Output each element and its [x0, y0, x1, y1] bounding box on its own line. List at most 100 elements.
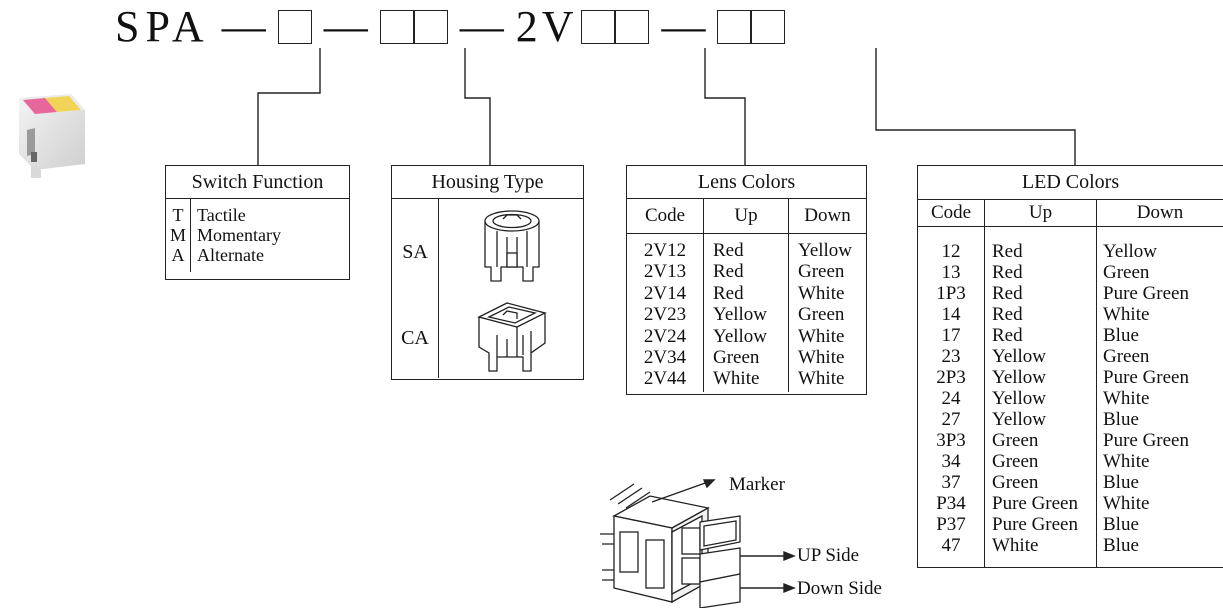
switch-label-cell: Tactile	[197, 205, 246, 225]
led-colors-cell: White	[1103, 493, 1150, 514]
led-color-slot-1	[717, 10, 752, 44]
led-color-slot-2	[751, 10, 786, 44]
housing-type-title: Housing Type	[392, 166, 583, 199]
switch-label-cell: Alternate	[197, 245, 264, 265]
product-photo	[19, 94, 85, 178]
led-colors-cell: Red	[992, 262, 1023, 283]
led-colors-cell: 17	[941, 325, 961, 346]
lens-colors-cell: Yellow	[713, 304, 768, 326]
lens-colors-cell: Green	[713, 346, 760, 368]
led-colors-cell: Green	[992, 472, 1039, 493]
lens-colors-cell: Red	[713, 261, 744, 283]
switch-code-cell: M	[169, 225, 186, 245]
switch-function-table: Switch Function T M A Tactile Momentary …	[165, 165, 350, 280]
housing-code-cell: SA	[402, 241, 428, 263]
led-colors-cell: Green	[1103, 346, 1150, 367]
lens-code-prefix: 2V	[515, 2, 578, 51]
switch-label-cell: Momentary	[197, 225, 281, 245]
switch-function-slot	[277, 10, 312, 44]
led-colors-cell: 24	[941, 388, 961, 409]
led-colors-cell: 3P3	[936, 430, 966, 451]
column-header-code: Code	[918, 200, 985, 226]
led-colors-cell: Blue	[1103, 409, 1139, 430]
led-colors-cell: Blue	[1103, 535, 1139, 556]
led-colors-cell: 23	[941, 346, 961, 367]
led-colors-cell: 12	[941, 241, 961, 262]
led-colors-cell: 13	[941, 262, 961, 283]
led-colors-cell: Pure Green	[1103, 283, 1189, 304]
part-number-header: SPA — — — 2V —	[115, 2, 786, 52]
led-colors-cell: White	[1103, 388, 1150, 409]
lens-colors-cell: White	[798, 368, 845, 390]
led-colors-cell: 14	[941, 304, 961, 325]
lens-colors-cell: White	[713, 368, 760, 390]
marker-callout: Marker	[729, 474, 785, 495]
led-colors-cell: Pure Green	[1103, 430, 1189, 451]
switch-code-cell: T	[172, 205, 184, 225]
led-colors-cell: White	[1103, 451, 1150, 472]
up-side-callout: UP Side	[797, 545, 860, 566]
dash-separator: —	[221, 2, 266, 51]
lens-colors-cell: Green	[798, 261, 845, 283]
led-colors-cell: Pure Green	[992, 514, 1078, 535]
down-side-callout: Down Side	[797, 578, 882, 599]
lens-colors-cell: 2V24	[643, 325, 687, 347]
column-header-up: Up	[985, 200, 1097, 226]
led-colors-cell: Yellow	[992, 409, 1047, 430]
lens-colors-cell: 2V23	[643, 304, 687, 326]
lens-colors-cell: 2V13	[643, 261, 687, 283]
led-colors-cell: Red	[992, 304, 1023, 325]
housing-type-slot-2	[413, 10, 448, 44]
led-colors-cell: 2P3	[936, 367, 966, 388]
led-colors-cell: 27	[941, 409, 961, 430]
lens-colors-cell: Red	[713, 240, 744, 261]
lens-color-slot-2	[615, 10, 650, 44]
column-header-down: Down	[804, 205, 851, 226]
housing-type-codes: SA CA	[392, 199, 439, 378]
lens-colors-cell: Green	[798, 304, 845, 326]
switch-function-labels: Tactile Momentary Alternate	[191, 199, 281, 272]
lens-colors-cell: White	[798, 346, 845, 368]
column-header-up: Up	[704, 199, 789, 233]
lens-color-slot-1	[581, 10, 616, 44]
led-colors-title: LED Colors	[918, 166, 1223, 200]
lens-colors-cell: 2V34	[643, 346, 687, 368]
led-colors-cell: Red	[992, 325, 1023, 346]
led-colors-cell: P34	[936, 493, 966, 514]
led-colors-cell: Green	[992, 430, 1039, 451]
led-colors-cell: Pure Green	[992, 493, 1078, 514]
lens-colors-cell: 2V44	[643, 368, 687, 390]
lens-colors-cell: Yellow	[713, 325, 768, 347]
column-header-code: Code	[627, 199, 704, 233]
lens-side-illustration	[600, 479, 796, 608]
dash-separator: —	[323, 2, 368, 51]
switch-code-cell: A	[171, 245, 185, 265]
led-colors-cell: Green	[992, 451, 1039, 472]
led-colors-cell: Yellow	[992, 346, 1047, 367]
led-colors-cell: 34	[941, 451, 961, 472]
housing-type-slot-1	[379, 10, 414, 44]
led-colors-cell: Blue	[1103, 325, 1139, 346]
led-colors-cell: White	[992, 535, 1039, 556]
switch-function-codes: T M A	[166, 199, 191, 272]
square-housing-icon	[477, 302, 547, 372]
lens-colors-cell: Red	[713, 282, 744, 304]
led-colors-cell: Red	[992, 283, 1023, 304]
round-housing-icon	[484, 210, 540, 282]
led-colors-cell: 37	[941, 472, 961, 493]
led-colors-cell: Pure Green	[1103, 367, 1189, 388]
led-colors-cell: Blue	[1103, 472, 1139, 493]
lens-colors-cell: Yellow	[798, 240, 853, 261]
dash-separator: —	[661, 2, 706, 51]
lens-colors-cell: White	[798, 282, 845, 304]
housing-type-table: Housing Type SA CA	[391, 165, 584, 380]
dash-separator: —	[459, 2, 504, 51]
lens-colors-header-row: Code Up Down	[627, 199, 866, 234]
